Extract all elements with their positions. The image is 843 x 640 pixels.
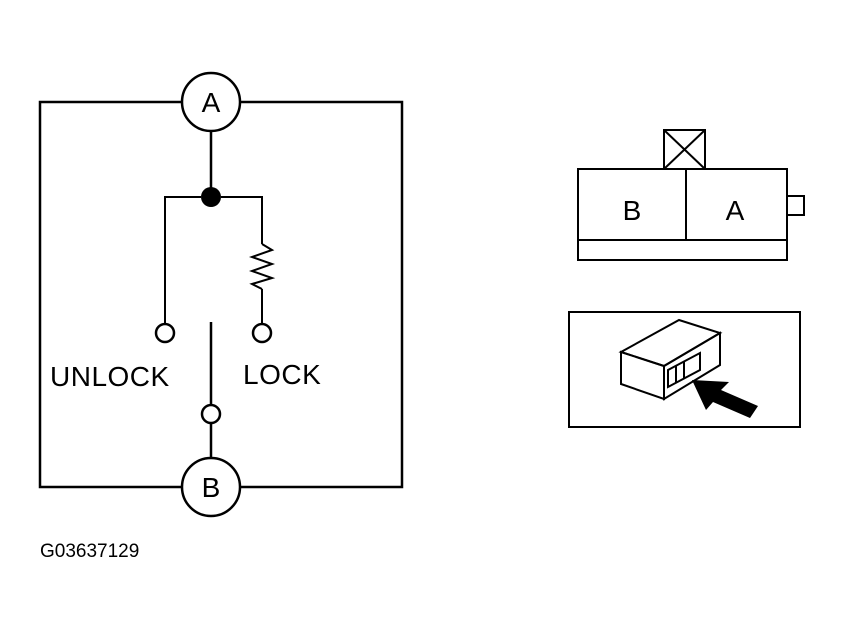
schematic-frame (38, 100, 404, 489)
resistor-icon (248, 243, 276, 290)
switch-block-side (663, 331, 721, 401)
terminal-a-label: A (202, 87, 221, 118)
switch-schematic: A B UNLOCK LOCK (38, 71, 404, 518)
component-locator (568, 311, 801, 428)
unlock-label: UNLOCK (50, 361, 170, 392)
switch-socket (667, 351, 701, 389)
connector-base (577, 239, 788, 261)
latch-x-line-2 (663, 129, 706, 170)
terminal-b-circle (180, 456, 242, 518)
terminal-b-label: B (202, 472, 221, 503)
connector-side-tab (786, 195, 805, 216)
locator-frame (568, 311, 801, 428)
junction-dot (201, 187, 221, 207)
terminal-a-circle (180, 71, 242, 133)
lock-label: LOCK (243, 359, 321, 390)
cavity-b-label: B (623, 195, 642, 226)
arrow-icon (692, 380, 758, 418)
cavity-a-label: A (726, 195, 745, 226)
unlock-contact (154, 322, 176, 344)
connector-face-view: B A (577, 129, 805, 261)
connector-body (577, 168, 788, 241)
switch-block-top (618, 318, 723, 368)
figure-code: G03637129 (40, 541, 139, 562)
wire-unlock-branch (164, 196, 201, 324)
common-contact (200, 403, 222, 425)
lock-contact (251, 322, 273, 344)
wire-lock-branch (221, 196, 263, 244)
